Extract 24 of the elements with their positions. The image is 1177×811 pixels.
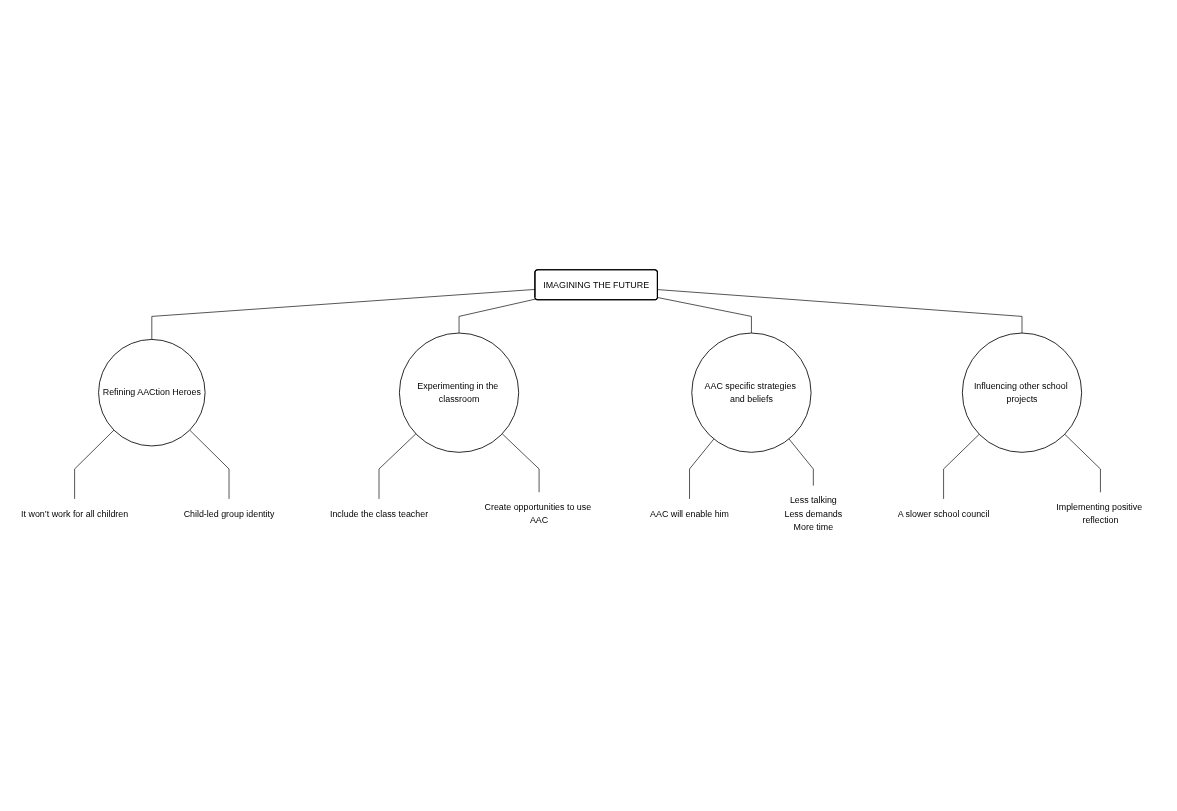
node-text: It won’t work for all children (21, 508, 129, 518)
connector (458, 298, 537, 333)
connector (788, 438, 814, 486)
node-circle: Influencing other school projects (961, 332, 1083, 453)
node-circle: AAC specific strategies and beliefs (691, 332, 812, 453)
node-circle: Experimenting in the classroom (399, 332, 520, 453)
connector (151, 288, 536, 340)
connector (943, 433, 980, 499)
node-text: Child-led group identity (183, 508, 275, 518)
node-text: A slower school council (897, 508, 990, 518)
connector (378, 433, 417, 499)
connector (74, 429, 115, 499)
connector (501, 433, 540, 493)
node-text: Implementing positive reflection (1056, 501, 1143, 525)
connector (657, 296, 752, 333)
connector (657, 288, 1023, 333)
node-text: Include the class teacher (329, 508, 429, 518)
connector (1064, 433, 1101, 493)
connector (689, 438, 715, 499)
node-text: AAC will enable him (650, 508, 729, 518)
node-circle: Refining AACtion Heroes (98, 338, 206, 446)
connector (189, 429, 230, 499)
node-text: Less talking Less demands More time (784, 495, 843, 532)
node-text: Create opportunities to use AAC (484, 501, 592, 525)
